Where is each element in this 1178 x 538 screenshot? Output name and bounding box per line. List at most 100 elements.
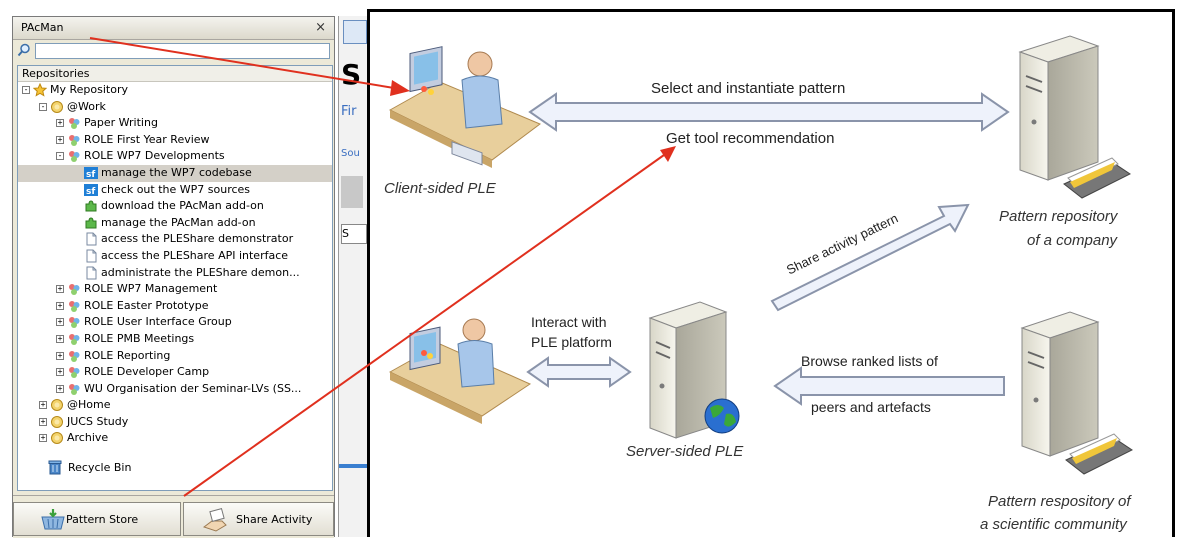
collapse-icon[interactable]: - [39,101,47,111]
expand-icon[interactable]: + [56,284,64,294]
expand-icon[interactable]: + [56,317,64,327]
tree-item[interactable]: + ROLE PMB Meetings [18,331,332,348]
puzzle-icon [84,199,98,213]
tree-item-label: @Home [67,398,111,412]
tree-item[interactable]: + ROLE Easter Prototype [18,298,332,315]
tree-item-label: @Work [67,99,106,113]
expand-icon[interactable]: + [39,400,47,410]
group-icon [67,382,81,396]
browser-tab-icon [343,20,367,44]
document-icon [84,249,98,263]
folder-icon [50,431,64,445]
tree-item-label: ROLE PMB Meetings [84,331,195,345]
search-row [17,43,330,59]
tree-item-label: Paper Writing [84,116,158,130]
tab-share-activity-label: Share Activity [236,513,313,526]
tree-item[interactable]: +ROLE First Year Review [18,132,332,149]
tree-item-label: JUCS Study [67,414,129,428]
tree-item[interactable]: + WU Organisation der Seminar-LVs (SS... [18,381,332,398]
expand-icon[interactable]: + [39,416,47,426]
expand-icon[interactable]: + [56,367,64,377]
tab-pattern-store[interactable]: Pattern Store [13,502,181,536]
expand-icon[interactable]: + [56,300,64,310]
double-arrow-select-pattern [528,92,1010,132]
strip-letter-fir: Fir [341,104,357,119]
tree-item[interactable]: + JUCS Study [18,414,332,431]
panel-title: PAcMan × [13,17,334,40]
tree-item[interactable]: +ROLE Reporting [18,348,332,365]
collapse-icon[interactable]: - [22,85,30,94]
tree-item-label: access the PLEShare API interface [101,248,289,262]
label-pattern-repo-company-1: Pattern repository [999,208,1118,225]
repositories-header: Repositories [18,66,332,82]
share-hand-icon [202,508,227,532]
close-icon[interactable]: × [315,20,326,35]
tree-item-label: administrate the PLEShare demon... [101,265,300,279]
tree-item[interactable]: administrate the PLEShare demon... [18,265,332,282]
tree-item[interactable]: +ROLE Developer Camp [18,364,332,381]
label-client-sided-ple: Client-sided PLE [384,180,496,197]
tree-item-label: ROLE User Interface Group [84,315,232,329]
tree-item[interactable]: manage the PAcMan add-on [18,215,332,232]
group-icon [67,133,81,147]
tree-item-label: download the PAcMan add-on [101,199,264,213]
svg-text:sf: sf [86,170,95,180]
tree-item[interactable]: download the PAcMan add-on [18,198,332,215]
search-icon[interactable] [17,43,31,57]
repository-tree: -My Repository-@Work+Paper Writing+ROLE … [18,82,332,447]
tree-item-label: manage the PAcMan add-on [101,215,256,229]
group-icon [67,282,81,296]
tree-item[interactable]: + Archive [18,430,332,447]
collapse-icon[interactable]: - [56,151,64,161]
tree-item[interactable]: +ROLE WP7 Management [18,281,332,298]
label-pattern-repo-company-2: of a company [1027,232,1118,249]
expand-icon[interactable]: + [56,383,64,393]
label-select-instantiate: Select and instantiate pattern [651,80,846,97]
document-icon [84,232,98,246]
server-icon-company [1018,35,1131,199]
server-icon-scientific [1020,311,1133,475]
label-interact-with-1: Interact with [531,314,607,330]
tree-item[interactable]: - @Work [18,99,332,116]
tree-item-label: ROLE Easter Prototype [84,298,209,312]
tree-item[interactable]: + Paper Writing [18,115,332,132]
expand-icon[interactable]: + [56,134,64,144]
tree-item[interactable]: access the PLEShare API interface [18,248,332,265]
expand-icon[interactable]: + [56,118,64,128]
label-pattern-repo-sci-1: Pattern respository of [988,493,1131,510]
tree-item[interactable]: + @Home [18,397,332,414]
group-icon [67,299,81,313]
person-desk-icon-bottom [388,318,532,424]
repository-tree-container: Repositories -My Repository-@Work+Paper … [17,65,333,491]
tree-item[interactable]: + ROLE User Interface Group [18,314,332,331]
tree-item-label: My Repository [50,83,128,96]
group-icon [67,332,81,346]
expand-icon[interactable]: + [56,350,64,360]
tree-item-label: ROLE WP7 Developments [84,149,225,163]
group-icon [67,315,81,329]
tab-share-activity[interactable]: Share Activity [183,502,334,536]
panel-title-text: PAcMan [21,21,64,34]
svg-text:sf: sf [86,187,95,197]
double-arrow-interact [526,356,632,388]
group-icon [67,349,81,363]
puzzle-icon [84,216,98,230]
expand-icon[interactable]: + [56,333,64,343]
sf-icon: sf [84,166,98,180]
tab-pattern-store-label: Pattern Store [66,513,139,526]
bottom-tab-bar: Pattern Store Share Activity [13,495,334,538]
label-get-tool-recommendation: Get tool recommendation [666,130,835,147]
strip-blue-bar [339,464,369,468]
tree-item[interactable]: - My Repository [18,82,332,99]
folder-icon [50,415,64,429]
tree-item-label: WU Organisation der Seminar-LVs (SS... [84,381,302,395]
tree-item[interactable]: access the PLEShare demonstrator [18,231,332,248]
tree-item-label: Archive [67,431,109,445]
expand-icon[interactable]: + [39,433,47,443]
tree-item[interactable]: - ROLE WP7 Developments [18,148,332,165]
group-icon [67,365,81,379]
recycle-bin-icon [48,460,62,475]
search-input[interactable] [35,43,330,59]
